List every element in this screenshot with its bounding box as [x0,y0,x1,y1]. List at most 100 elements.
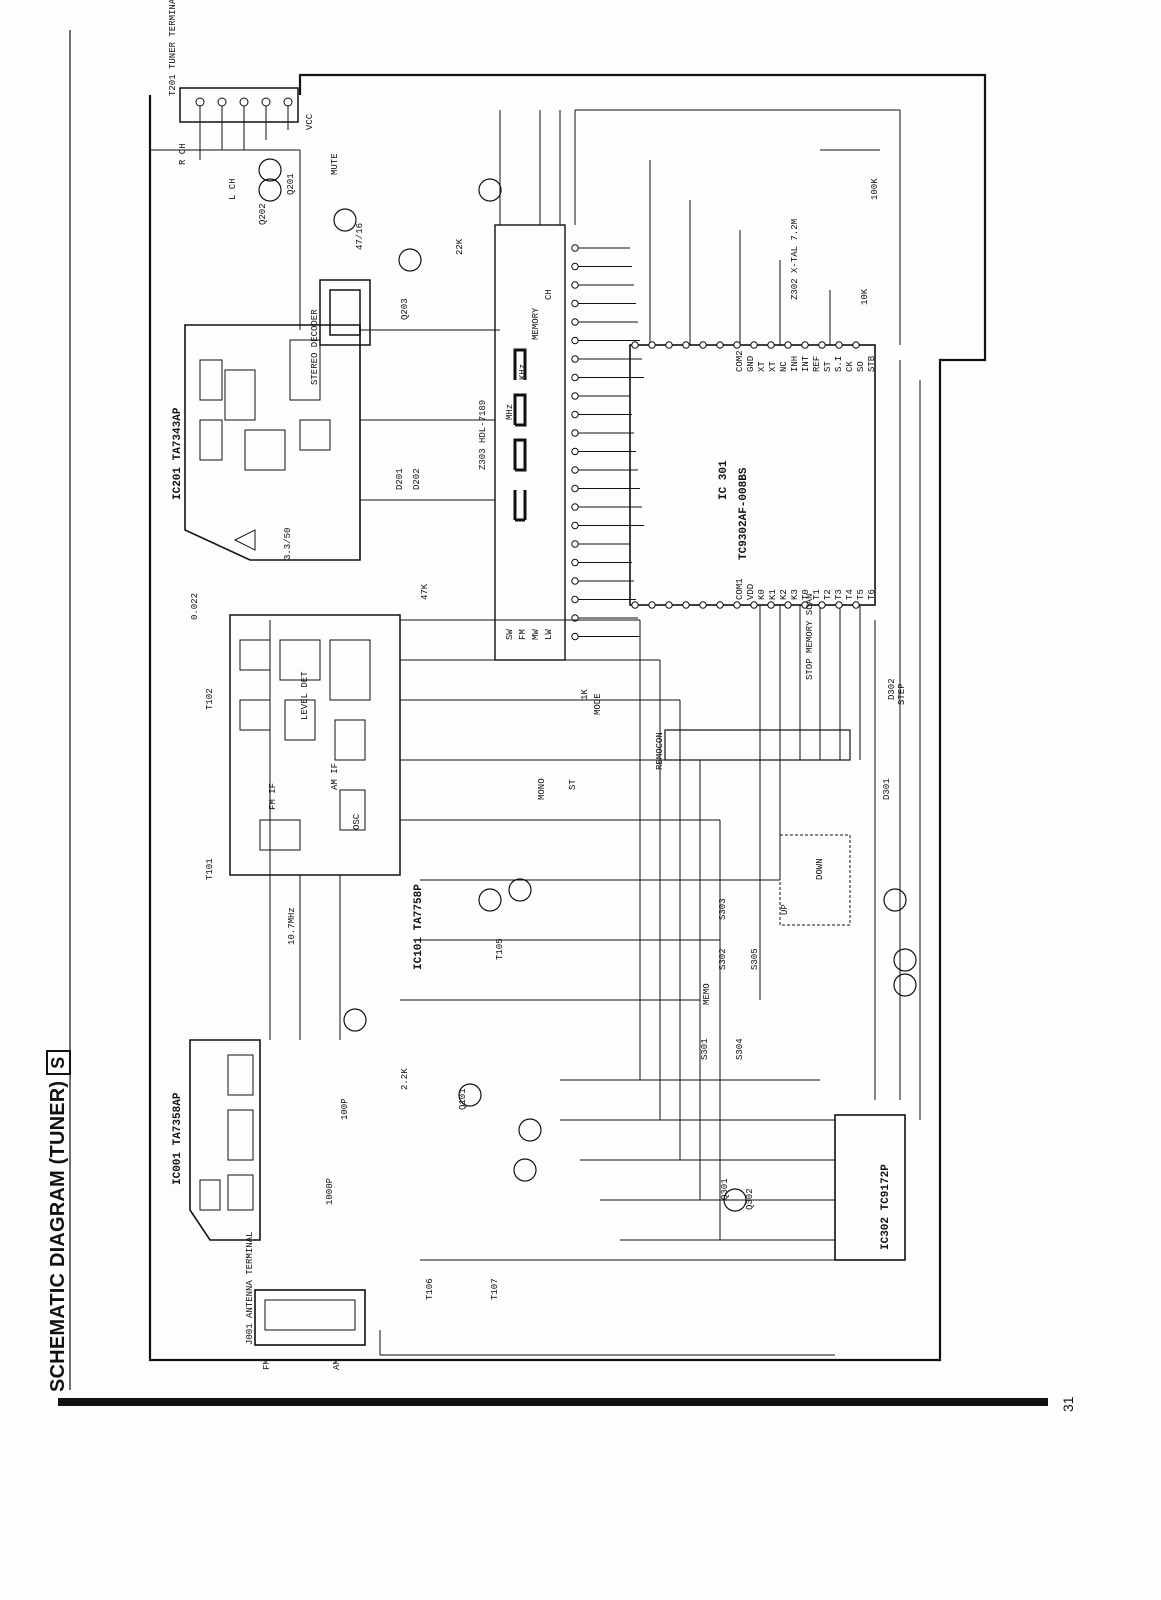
ic302-block [834,1114,906,1261]
display-pin [571,503,579,511]
label-c-0-022: 0.022 [190,592,200,620]
label-s304: S304 [735,1038,745,1060]
label-ic101: IC101 TA7758P [413,884,425,970]
ic301-pin [665,341,673,349]
ic301-pin [852,341,860,349]
label-q202: Q202 [258,203,268,225]
label-ic201: IC201 TA7343AP [172,407,184,500]
label-down: DOWN [815,858,825,880]
step-switch-group [779,834,851,926]
label-tuner-terminal: T201 TUNER TERMINAL [168,0,178,96]
ic301-pin [750,601,758,609]
ic301-pin-label: T2 [823,589,833,600]
label-st: ST [568,779,578,790]
label-q201: Q201 [286,173,296,195]
display-pin [571,318,579,326]
ic301-pin [852,601,860,609]
display-pin [571,355,579,363]
label-c-100p: 100P [340,1098,350,1120]
ic301-pin-label: SO [856,361,866,372]
label-xtal-freq: 10.7MHz [287,907,297,945]
label-q203: Q203 [400,298,410,320]
label-d302: D302 [887,678,897,700]
label-fm-if: FM IF [268,782,278,810]
ic301-pin-label: REF [812,355,822,372]
display-pin [571,262,579,271]
display-legend: MHz [505,403,515,420]
remocon-bus [664,729,851,761]
ic301-pin-label: CK [845,361,855,372]
ic301-pin-label: K1 [768,589,778,600]
label-r-100k: 100K [870,178,880,200]
label-r-1k: 1K [580,689,590,700]
ic301-pin-label: ST [823,361,833,372]
page-number: 31 [1060,1396,1076,1412]
ic301-pin-label: K3 [790,589,800,600]
label-t105: T105 [495,938,505,960]
ic301-pin [631,601,639,609]
ic301-pin [750,341,758,349]
display-pin [571,466,579,474]
display-block [494,224,566,661]
label-level-det: LEVEL DET [300,671,310,720]
display-legend: KHz [518,363,528,380]
ic301-block [629,344,876,606]
ic301-pin [699,601,707,609]
label-r-ch: R CH [178,143,188,165]
label-s302: S302 [718,948,728,970]
label-vcc: VCC [305,113,315,130]
label-t106: T106 [425,1278,435,1300]
ic101-block [229,614,401,876]
label-t102: T102 [205,688,215,710]
ic301-pin-label: K2 [779,589,789,600]
display-pin [571,558,579,567]
label-antenna-terminal: J001 ANTENNA TERMINAL [245,1231,255,1345]
ic301-pin-label: T3 [834,589,844,600]
label-ic302: IC302 TC9172P [880,1164,892,1250]
page-title: SCHEMATIC DIAGRAM (TUNER)S [46,1050,71,1392]
ic301-pin-label: T0 [801,589,811,600]
display-legend: MW [531,629,541,640]
label-memo: MEMO [702,983,712,1005]
display-pin [571,410,579,419]
label-memory-scan: STOP MEMORY SCAN [805,593,815,680]
label-s305: S305 [750,948,760,970]
ic301-pin-label: INH [790,355,800,372]
ic301-pin-label: T6 [867,589,877,600]
ic301-pin [784,341,792,349]
label-c-3-3-50: 3.3/50 [283,527,293,560]
bottom-rule [58,1398,1048,1406]
ic301-pin [835,341,843,349]
display-pin [571,577,579,585]
label-q301: Q301 [720,1178,730,1200]
label-s303: S303 [718,898,728,920]
label-remocon: REMOCON [655,732,665,770]
display-pin [571,521,579,530]
display-pin [571,281,579,289]
ic301-pin-label: NC [779,361,789,372]
ic301-pin [699,341,707,349]
label-ic001: IC001 TA7358AP [172,1092,184,1185]
label-d201: D201 [395,468,405,490]
label-q101: Q101 [458,1088,468,1110]
label-q302: Q302 [745,1188,755,1210]
display-pin [571,373,579,382]
label-mono: MONO [537,778,547,800]
label-up: UP [780,904,790,915]
label-t101: T101 [205,858,215,880]
label-display: Z303 HDL-7189 [478,399,488,470]
label-fm: FM [262,1359,272,1370]
display-pin [571,244,579,252]
ic301-pin [801,601,809,609]
display-pin [571,540,579,548]
label-mute: MUTE [330,153,340,175]
ic301-pin-label: GND [746,355,756,372]
ic301-pin [784,601,792,609]
label-s301: S301 [700,1038,710,1060]
ic301-pin [767,601,775,609]
ic301-pin-label: XT [757,361,767,372]
ic301-pin [733,341,741,349]
ic301-pin-label: COM2 [735,350,745,372]
ic301-pin [665,601,673,609]
